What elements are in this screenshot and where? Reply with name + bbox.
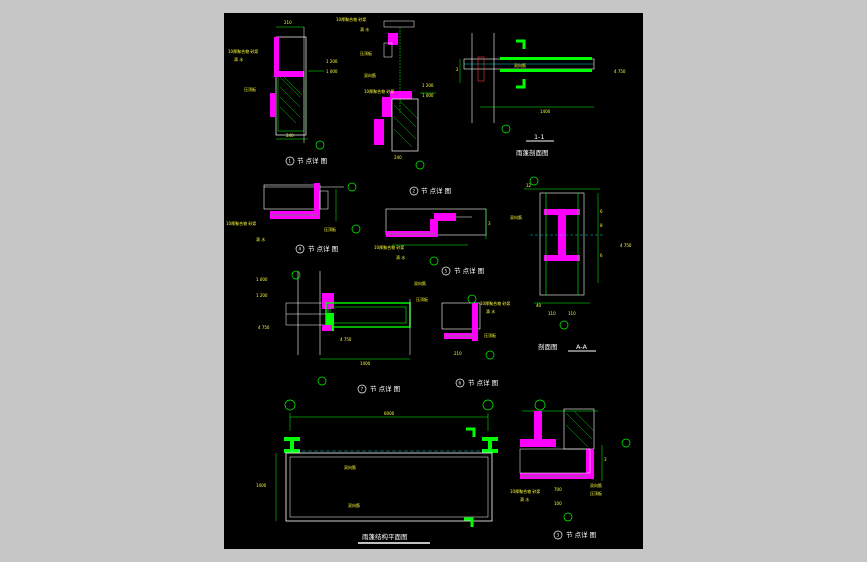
cad-drawing: 210 240 10厚聚合物 砂浆 滴 水 压顶板 1 200 1 000 1 … bbox=[226, 16, 632, 544]
canopy-plan-title: 雨蓬结构平面图 bbox=[362, 532, 408, 541]
detail-1-title: 节 点详 图 bbox=[297, 156, 327, 165]
detail-4-note-b: 滴 水 bbox=[256, 236, 265, 242]
detail-5-note-a: 10厚聚合物 砂浆 bbox=[374, 244, 404, 250]
detail-7-title: 节 点详 图 bbox=[370, 384, 400, 393]
detail-1-note-b: 滴 水 bbox=[234, 56, 243, 62]
detail-3-note-c: 双向筋 bbox=[590, 482, 602, 488]
canopy-section-title: 雨蓬剖面图 bbox=[516, 148, 549, 157]
detail-7-number: 7 bbox=[361, 387, 364, 392]
detail-1-dim-top: 210 bbox=[284, 20, 292, 25]
detail-7-note-b: 压顶板 bbox=[416, 296, 428, 302]
plan-dim-top: 6000 bbox=[384, 411, 395, 416]
detail-3-note-b: 滴 水 bbox=[520, 496, 529, 502]
detail-1: 210 240 10厚聚合物 砂浆 滴 水 压顶板 1 200 1 000 1 … bbox=[228, 20, 338, 166]
detail-3-number: 3 bbox=[557, 533, 560, 538]
detail-6-title: 节 点详 图 bbox=[468, 378, 498, 387]
detail-7-dim-e: 1400 bbox=[360, 361, 371, 366]
detail-7: 1 000 1 200 4 750 4 750 双向筋 压顶板 1400 7 节… bbox=[256, 270, 428, 394]
detail-7-dim-b: 1 200 bbox=[256, 293, 268, 298]
section-aa-dim-e: 40 bbox=[536, 303, 542, 308]
detail-2-note-c: 压顶板 bbox=[360, 50, 372, 56]
detail-2: 10厚聚合物 砂浆 滴 水 压顶板 双向筋 10厚聚合物 砂浆 1 200 1 … bbox=[336, 16, 451, 196]
section-dim-right: 4 750 bbox=[614, 69, 626, 74]
section-aa-title: 剖面图 bbox=[538, 342, 558, 351]
detail-6-note-b: 滴 水 bbox=[486, 308, 495, 314]
section-aa-mark: A-A bbox=[576, 343, 588, 351]
section-aa-dim-f: 110 bbox=[548, 311, 556, 316]
detail-4-title: 节 点详 图 bbox=[308, 244, 338, 253]
section-aa-dim-top: 12 bbox=[526, 183, 532, 188]
detail-2-title: 节 点详 图 bbox=[421, 186, 451, 195]
detail-3-dim-right: 3 bbox=[604, 457, 607, 462]
detail-1-dim-b: 1 000 bbox=[326, 69, 338, 74]
detail-2-note-b: 滴 水 bbox=[360, 26, 369, 32]
detail-1-number: 1 bbox=[289, 159, 292, 164]
detail-5: 3 10厚聚合物 砂浆 滴 水 5 节 点详 图 bbox=[374, 208, 491, 276]
detail-6-note-a: 10厚聚合物 砂浆 bbox=[480, 300, 510, 306]
plan-note-a: 双向筋 bbox=[344, 464, 356, 470]
detail-4-number: 4 bbox=[299, 247, 302, 252]
detail-6-note-c: 压顶板 bbox=[484, 332, 496, 338]
detail-3-dim-a: 700 bbox=[554, 487, 562, 492]
detail-3: 3 10厚聚合物 砂浆 滴 水 双向筋 压顶板 700 100 3 节 点详 图 bbox=[510, 399, 631, 540]
detail-7-dim-c: 4 750 bbox=[258, 325, 270, 330]
detail-6: 10厚聚合物 砂浆 滴 水 压顶板 210 6 节 点详 图 bbox=[441, 294, 510, 388]
detail-5-title: 节 点详 图 bbox=[454, 266, 484, 275]
detail-4-note-a: 10厚聚合物 砂浆 bbox=[226, 220, 256, 226]
detail-2-dim-bottom: 240 bbox=[394, 155, 402, 160]
detail-3-note-a: 10厚聚合物 砂浆 bbox=[510, 488, 540, 494]
detail-2-dim-b: 1 000 bbox=[422, 93, 434, 98]
section-mark: 1-1 bbox=[534, 133, 545, 141]
detail-6-number: 6 bbox=[459, 381, 462, 386]
section-aa-dim-a: 6 bbox=[600, 209, 603, 214]
detail-7-dim-a: 1 000 bbox=[256, 277, 268, 282]
section-dim-bottom: 1400 bbox=[540, 109, 551, 114]
section-a-a: 12 6 8 6 4 750 双向筋 40 110 110 剖面图 A-A bbox=[510, 176, 632, 352]
section-aa-dim-b: 8 bbox=[600, 223, 603, 228]
canopy-section-1-1: 双向筋 2 1400 4 750 1-1 雨蓬剖面图 bbox=[456, 33, 626, 157]
cad-viewport[interactable]: 210 240 10厚聚合物 砂浆 滴 水 压顶板 1 200 1 000 1 … bbox=[224, 13, 643, 549]
detail-2-number: 2 bbox=[413, 189, 416, 194]
detail-2-dim-a: 1 200 bbox=[422, 83, 434, 88]
section-aa-dim-g: 110 bbox=[568, 311, 576, 316]
detail-5-number: 5 bbox=[445, 269, 448, 274]
detail-7-dim-d: 4 750 bbox=[340, 337, 352, 342]
plan-note-b: 双向筋 bbox=[348, 502, 360, 508]
detail-2-note-a: 10厚聚合物 砂浆 bbox=[336, 16, 366, 22]
detail-2-note-d: 双向筋 bbox=[364, 72, 376, 78]
section-aa-dim-c: 6 bbox=[600, 253, 603, 258]
detail-4-note-c: 压顶板 bbox=[324, 226, 336, 232]
section-dim-left: 2 bbox=[456, 67, 459, 72]
section-beam-note: 双向筋 bbox=[514, 62, 526, 68]
detail-1-dim-a: 1 200 bbox=[326, 59, 338, 64]
detail-7-note-a: 双向筋 bbox=[414, 280, 426, 286]
detail-3-dim-b: 100 bbox=[554, 501, 562, 506]
detail-4: 10厚聚合物 砂浆 滴 水 压顶板 4 节 点详 图 bbox=[226, 182, 361, 254]
detail-1-note-a: 10厚聚合物 砂浆 bbox=[228, 48, 258, 54]
detail-5-dim: 3 bbox=[488, 221, 491, 226]
section-aa-note: 双向筋 bbox=[510, 214, 522, 220]
detail-6-dim: 210 bbox=[454, 351, 462, 356]
detail-3-note-d: 压顶板 bbox=[590, 490, 602, 496]
detail-5-note-b: 滴 水 bbox=[396, 254, 405, 260]
plan-dim-left: 1400 bbox=[256, 483, 267, 488]
detail-3-title: 节 点详 图 bbox=[566, 530, 596, 539]
detail-1-note-c: 压顶板 bbox=[244, 86, 256, 92]
detail-1-dim-bottom: 240 bbox=[286, 133, 294, 138]
canopy-plan: 6000 双向筋 双向筋 1400 雨蓬结构平面图 bbox=[256, 399, 498, 544]
section-aa-dim-d: 4 750 bbox=[620, 243, 632, 248]
detail-2-note-e: 10厚聚合物 砂浆 bbox=[364, 88, 394, 94]
